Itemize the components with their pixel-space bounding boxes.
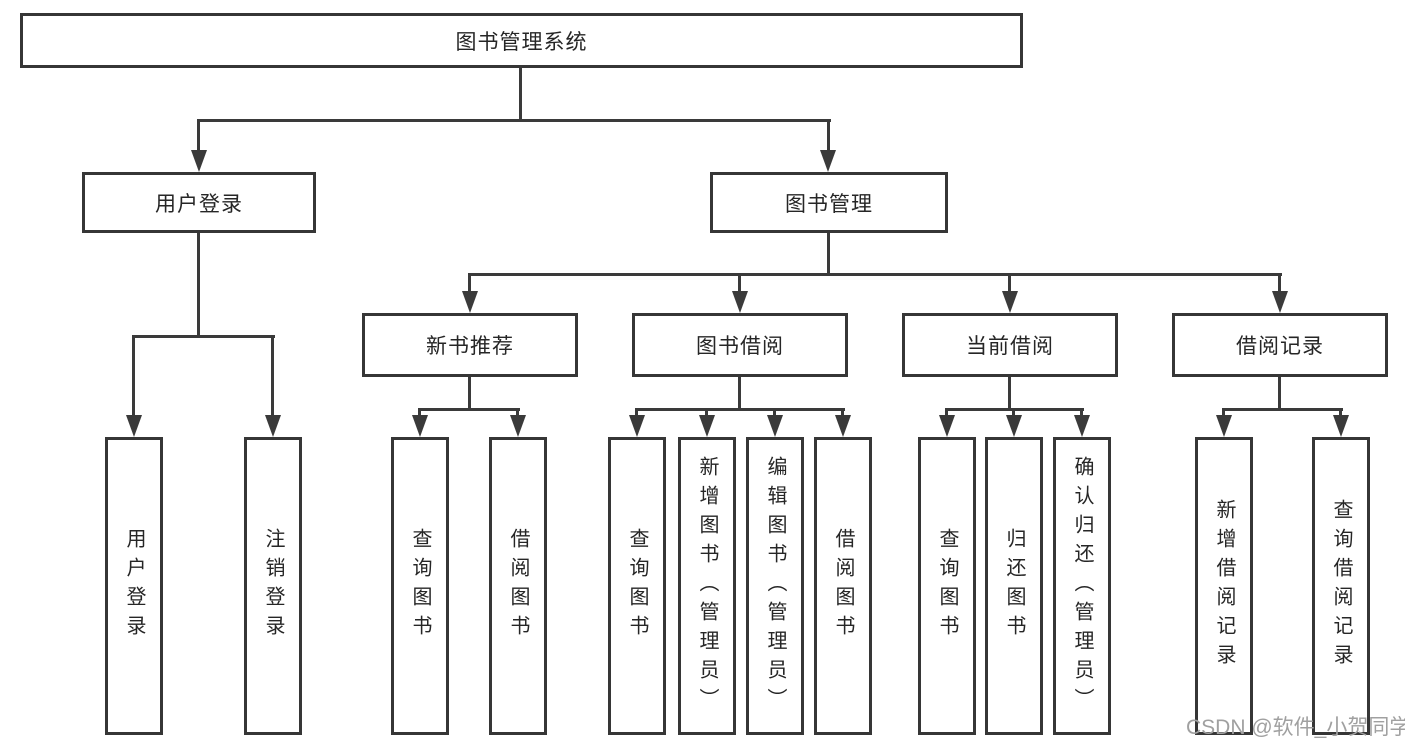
connector-drop-book-mgmt [827, 119, 830, 152]
leaf-query-books-recommend: 查询图书 [391, 437, 449, 735]
leaf-borrow-books-borrow: 借阅图书 [814, 437, 872, 735]
leaf-return-books-label: 归还图书 [1003, 528, 1025, 644]
connector-new-book-stem [468, 377, 471, 410]
connector-user-login-hbar [132, 335, 275, 338]
leaf-logout-label: 注销登录 [262, 528, 284, 644]
arrowhead-cb-query [939, 415, 955, 437]
node-book-management: 图书管理 [710, 172, 948, 233]
connector-drop-new-book [468, 273, 471, 293]
connector-user-login-stem [197, 233, 200, 337]
leaf-user-login: 用户登录 [105, 437, 163, 735]
connector-book-borrow-hbar [635, 408, 845, 411]
connector-drop-borrow-records [1278, 273, 1281, 293]
leaf-borrow-books-borrow-label: 借阅图书 [832, 528, 854, 644]
connector-root-hbar [197, 119, 831, 122]
connector-drop-cb-return [1012, 408, 1015, 418]
connector-drop-current-borrow [1008, 273, 1011, 293]
arrowhead-cb-return [1006, 415, 1022, 437]
connector-drop-nb-borrow [516, 408, 519, 418]
node-library-system-label: 图书管理系统 [455, 30, 588, 54]
connector-drop-cb-confirm [1080, 408, 1083, 418]
arrowhead-leaf-logout [265, 415, 281, 437]
leaf-add-book-admin-label: 新增图书（管理员） [696, 455, 718, 717]
leaf-query-books-current: 查询图书 [918, 437, 976, 735]
node-book-borrowing: 图书借阅 [632, 313, 848, 377]
leaf-confirm-return-admin: 确认归还（管理员） [1053, 437, 1111, 735]
arrowhead-br-add [1216, 415, 1232, 437]
connector-drop-br-query [1339, 408, 1342, 418]
node-current-borrowing-label: 当前借阅 [966, 335, 1054, 358]
node-borrowing-records: 借阅记录 [1172, 313, 1388, 377]
connector-drop-bb-query [635, 408, 638, 418]
leaf-logout: 注销登录 [244, 437, 302, 735]
leaf-query-books-borrow: 查询图书 [608, 437, 666, 735]
arrowhead-current-borrow [1002, 291, 1018, 313]
connector-drop-bb-edit [773, 408, 776, 418]
leaf-query-borrow-record: 查询借阅记录 [1312, 437, 1370, 735]
arrowhead-bb-edit [767, 415, 783, 437]
leaf-add-borrow-record: 新增借阅记录 [1195, 437, 1253, 735]
connector-new-book-hbar [418, 408, 520, 411]
leaf-query-books-current-label: 查询图书 [936, 528, 958, 644]
connector-drop-cb-query [945, 408, 948, 418]
leaf-add-borrow-record-label: 新增借阅记录 [1213, 499, 1235, 673]
leaf-borrow-books-recommend-label: 借阅图书 [507, 528, 529, 644]
connector-book-borrow-stem [738, 377, 741, 410]
leaf-query-borrow-record-label: 查询借阅记录 [1330, 499, 1352, 673]
leaf-add-book-admin: 新增图书（管理员） [678, 437, 736, 735]
leaf-query-books-recommend-label: 查询图书 [409, 528, 431, 644]
connector-current-borrow-stem [1008, 377, 1011, 410]
arrowhead-user-login [191, 150, 207, 172]
node-borrowing-records-label: 借阅记录 [1236, 335, 1324, 358]
connector-book-mgmt-stem [827, 233, 830, 275]
connector-book-mgmt-hbar [468, 273, 1282, 276]
leaf-return-books: 归还图书 [985, 437, 1043, 735]
node-user-login-label: 用户登录 [155, 192, 243, 216]
arrowhead-borrow-records [1272, 291, 1288, 313]
arrowhead-bb-query [629, 415, 645, 437]
connector-drop-leaf-logout [271, 335, 274, 417]
arrowhead-bb-add [699, 415, 715, 437]
arrowhead-book-mgmt [820, 150, 836, 172]
leaf-confirm-return-admin-label: 确认归还（管理员） [1071, 455, 1093, 717]
leaf-user-login-label: 用户登录 [123, 528, 145, 644]
arrowhead-br-query [1333, 415, 1349, 437]
arrowhead-nb-query [412, 415, 428, 437]
connector-borrow-records-hbar [1222, 408, 1343, 411]
csdn-watermark: CSDN @软件_小贺同学 [1186, 716, 1405, 739]
arrowhead-nb-borrow [510, 415, 526, 437]
arrowhead-bb-borrow [835, 415, 851, 437]
node-new-book-recommend-label: 新书推荐 [426, 335, 514, 358]
connector-root-stem [519, 68, 522, 121]
node-book-management-label: 图书管理 [785, 192, 873, 216]
node-current-borrowing: 当前借阅 [902, 313, 1118, 377]
leaf-edit-book-admin-label: 编辑图书（管理员） [764, 455, 786, 717]
connector-drop-user-login [197, 119, 200, 152]
connector-drop-book-borrow [738, 273, 741, 293]
connector-drop-nb-query [418, 408, 421, 418]
leaf-edit-book-admin: 编辑图书（管理员） [746, 437, 804, 735]
node-user-login: 用户登录 [82, 172, 316, 233]
connector-borrow-records-stem [1278, 377, 1281, 410]
arrowhead-cb-confirm [1074, 415, 1090, 437]
leaf-query-books-borrow-label: 查询图书 [626, 528, 648, 644]
connector-drop-bb-borrow [841, 408, 844, 418]
arrowhead-new-book [462, 291, 478, 313]
node-library-system: 图书管理系统 [20, 13, 1023, 68]
arrowhead-leaf-login [126, 415, 142, 437]
leaf-borrow-books-recommend: 借阅图书 [489, 437, 547, 735]
connector-drop-br-add [1222, 408, 1225, 418]
node-book-borrowing-label: 图书借阅 [696, 335, 784, 358]
connector-drop-leaf-login [132, 335, 135, 417]
arrowhead-book-borrow [732, 291, 748, 313]
node-new-book-recommend: 新书推荐 [362, 313, 578, 377]
connector-drop-bb-add [705, 408, 708, 418]
